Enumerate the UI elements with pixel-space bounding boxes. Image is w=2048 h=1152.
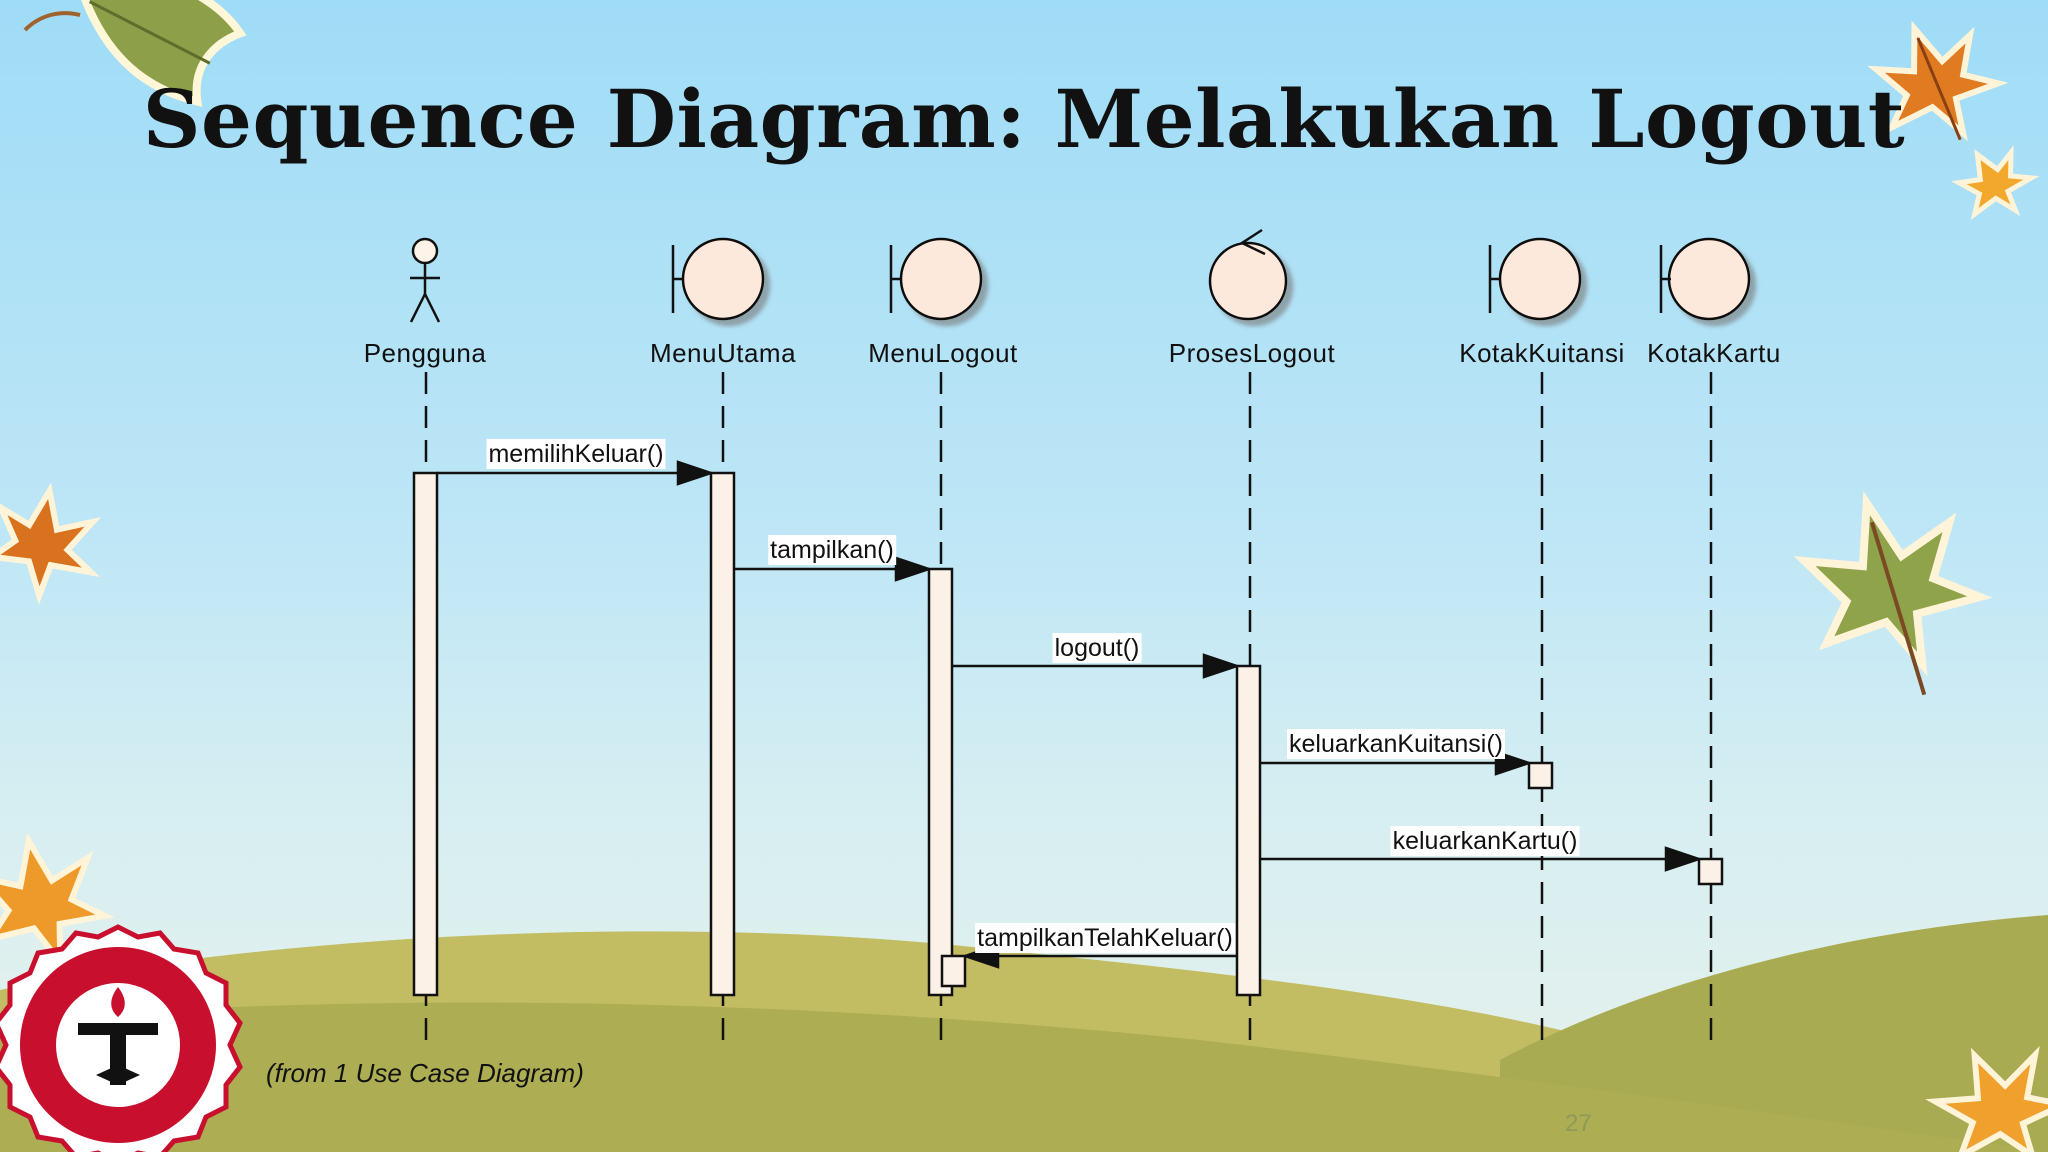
activation-proseslogout xyxy=(1235,664,1262,997)
slide-title: Sequence Diagram: Melakukan Logout xyxy=(142,72,1906,166)
arrow-logout xyxy=(952,653,1241,679)
message-label-tampilkan: tampilkan() xyxy=(768,535,896,565)
activation-menulogout-nested xyxy=(940,954,967,988)
activation-kotakkuitansi xyxy=(1527,761,1554,790)
message-label-tampilkantelahkeluar: tampilkanTelahKeluar() xyxy=(975,923,1235,953)
boundary-kotakkartu-icon xyxy=(1659,237,1751,321)
leaf-stem-top-left-icon xyxy=(23,11,81,32)
university-logo xyxy=(0,924,243,1152)
page-number: 27 xyxy=(1565,1110,1592,1137)
leaf-top-left-icon xyxy=(77,0,247,107)
arrow-keluarkankartu xyxy=(1260,846,1703,872)
lifeline-name-proseslogout: ProsesLogout xyxy=(1168,338,1336,368)
activation-pengguna xyxy=(412,471,439,997)
boundary-menuutama-icon xyxy=(671,237,765,321)
right-hill xyxy=(1500,915,2048,1152)
boundary-kotakkuitansi-icon xyxy=(1488,237,1582,321)
lifeline-name-pengguna: Pengguna xyxy=(363,338,487,368)
arrow-memilihkeluar xyxy=(437,460,715,486)
leaf-right-small-icon xyxy=(1951,145,2040,221)
activation-menuutama xyxy=(709,471,736,997)
leaf-bottom-right-icon xyxy=(1925,1045,2048,1152)
arrow-tampilkan xyxy=(734,556,933,582)
activation-kotakkartu xyxy=(1697,857,1724,886)
leaf-left-orange-icon xyxy=(0,482,102,606)
source-note: (from 1 Use Case Diagram) xyxy=(266,1058,584,1088)
front-hill xyxy=(0,1002,2048,1152)
leaf-top-right-icon xyxy=(1867,20,2009,142)
lifeline-name-kotakkuitansi: KotakKuitansi xyxy=(1459,338,1625,368)
message-label-keluarkankuitansi: keluarkanKuitansi() xyxy=(1287,729,1505,759)
lifeline-name-menulogout: MenuLogout xyxy=(868,338,1018,368)
leaf-right-green-icon xyxy=(1793,490,1993,696)
control-proseslogout-icon xyxy=(1208,228,1288,321)
lifeline-name-menuutama: MenuUtama xyxy=(649,338,797,368)
lifeline-name-kotakkartu: KotakKartu xyxy=(1647,338,1781,368)
message-label-keluarkankartu: keluarkanKartu() xyxy=(1390,826,1580,856)
boundary-menulogout-icon xyxy=(889,237,983,321)
message-label-memilihkeluar: memilihKeluar() xyxy=(486,439,666,469)
activation-menulogout xyxy=(927,567,954,997)
message-label-logout: logout() xyxy=(1052,633,1142,663)
actor-pengguna-icon xyxy=(409,237,441,323)
